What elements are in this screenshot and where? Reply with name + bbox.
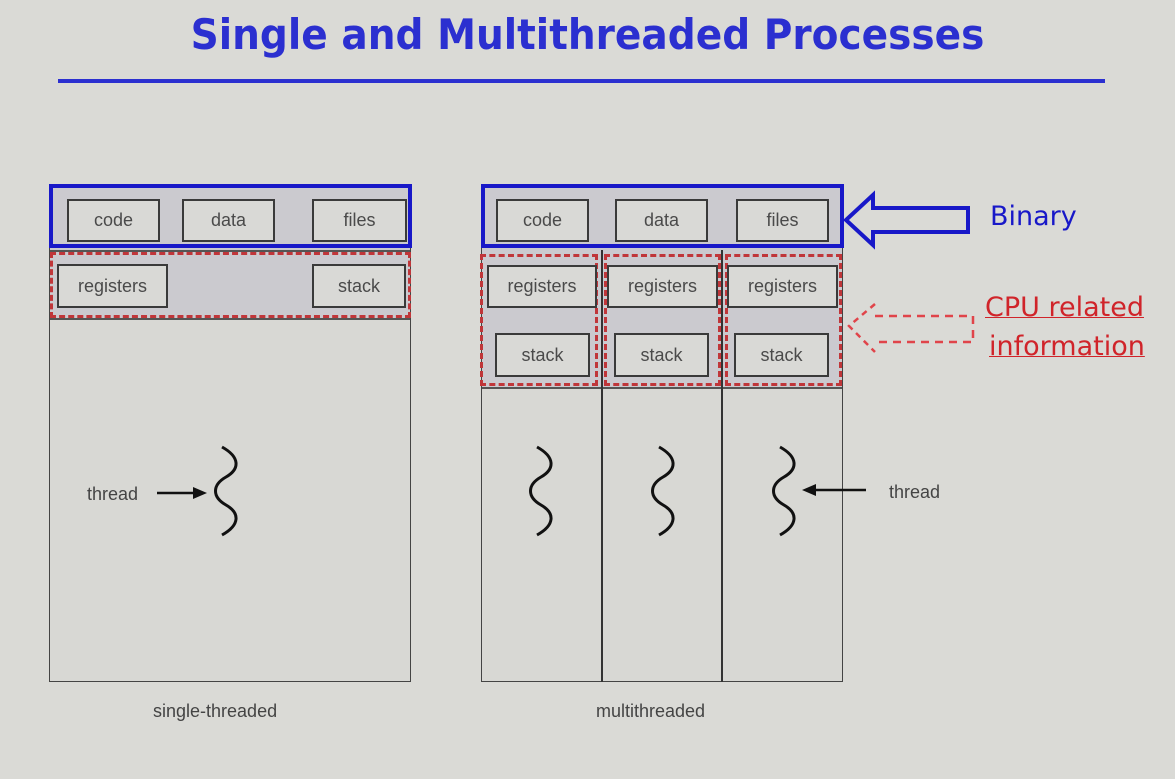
multi-registers-box-2: registers xyxy=(607,265,718,308)
multi-files-box: files xyxy=(736,199,829,242)
single-thread-squiggle-icon xyxy=(214,445,238,537)
binary-arrow-icon xyxy=(843,190,970,250)
multi-stack-box-1: stack xyxy=(495,333,590,377)
multi-cpu-highlight-2 xyxy=(604,254,721,386)
multi-thread-divider xyxy=(601,250,603,682)
multi-binary-highlight xyxy=(481,184,844,248)
multi-code-box: code xyxy=(496,199,589,242)
multi-thread-divider xyxy=(721,250,723,682)
cpu-arrow-icon xyxy=(847,303,975,353)
single-registers-box: registers xyxy=(57,264,168,308)
multi-thread-squiggle-icon-3 xyxy=(772,445,796,537)
multi-cpu-highlight-1 xyxy=(480,254,598,386)
single-stack-box: stack xyxy=(312,264,406,308)
multi-thread-arrow xyxy=(802,484,866,496)
single-files-box: files xyxy=(312,199,407,242)
single-divider xyxy=(50,318,410,320)
multi-thread-label: thread xyxy=(889,482,941,502)
single-divider xyxy=(50,250,410,252)
multi-stack-box-2: stack xyxy=(614,333,709,377)
slide-title: Single and Multithreaded Processes xyxy=(190,10,985,59)
single-caption: single-threaded xyxy=(153,701,278,721)
single-data-box: data xyxy=(182,199,275,242)
multi-thread-squiggle-icon-2 xyxy=(651,445,675,537)
multi-caption: multithreaded xyxy=(596,701,706,721)
multi-stack-box-3: stack xyxy=(734,333,829,377)
single-binary-highlight xyxy=(49,184,412,248)
multi-data-box: data xyxy=(615,199,708,242)
single-thread-label: thread xyxy=(87,484,139,504)
multi-thread-squiggle-icon-1 xyxy=(529,445,553,537)
cpu-annotation-line2: information xyxy=(989,331,1145,362)
cpu-annotation-line1: CPU related xyxy=(985,292,1144,323)
multi-registers-box-1: registers xyxy=(487,265,597,308)
multi-registers-box-3: registers xyxy=(727,265,838,308)
multi-divider xyxy=(482,387,842,389)
multi-cpu-highlight-3 xyxy=(725,254,842,386)
binary-annotation: Binary xyxy=(990,201,1077,232)
single-cpu-highlight xyxy=(50,252,411,318)
single-code-box: code xyxy=(67,199,160,242)
title-underline xyxy=(58,79,1105,83)
single-thread-arrow xyxy=(157,487,207,499)
